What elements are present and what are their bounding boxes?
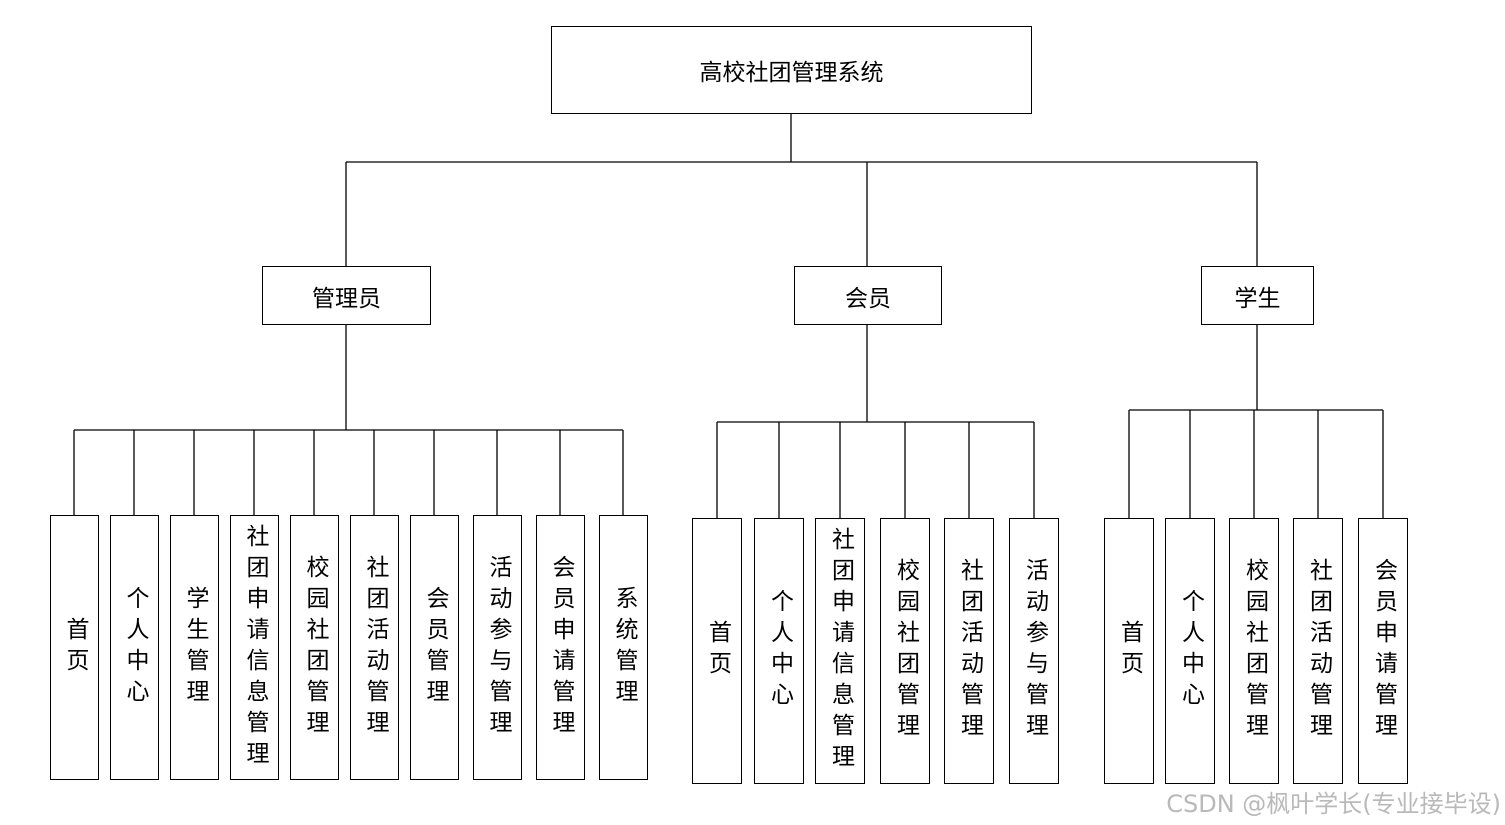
member-leaf: 社团活动管理: [944, 518, 994, 784]
admin-leaf: 个人中心: [110, 515, 159, 780]
member-leaf: 社团申请信息管理: [815, 518, 865, 784]
root-node: 高校社团管理系统: [551, 26, 1032, 114]
admin-leaf: 会员申请管理: [536, 515, 585, 780]
admin-leaf: 活动参与管理: [473, 515, 522, 780]
admin-leaf-label: 社团申请信息管理: [242, 523, 268, 772]
admin-leaf: 系统管理: [599, 515, 648, 780]
admin-leaf-label: 会员申请管理: [548, 554, 574, 741]
admin-leaf-label: 首页: [62, 616, 88, 679]
student-leaf: 校园社团管理: [1229, 518, 1279, 784]
member-leaf: 个人中心: [754, 518, 804, 784]
member-leaf-label: 首页: [704, 620, 731, 682]
admin-leaf: 校园社团管理: [290, 515, 339, 780]
admin-leaf: 会员管理: [410, 515, 459, 780]
member-leaf: 活动参与管理: [1009, 518, 1059, 784]
role-member-label: 会员: [845, 285, 891, 312]
role-admin: 管理员: [262, 266, 431, 325]
member-leaf: 首页: [692, 518, 742, 784]
admin-leaf-label: 系统管理: [611, 585, 637, 710]
student-leaf: 个人中心: [1165, 518, 1215, 784]
role-student: 学生: [1201, 266, 1314, 325]
admin-leaf-label: 会员管理: [422, 585, 448, 710]
watermark: CSDN @枫叶学长(专业接毕设): [1166, 790, 1501, 818]
student-leaf-label: 社团活动管理: [1305, 558, 1332, 744]
member-leaf-label: 个人中心: [766, 589, 793, 713]
admin-leaf-label: 学生管理: [182, 585, 208, 710]
admin-leaf-label: 活动参与管理: [485, 554, 511, 741]
admin-leaf: 学生管理: [170, 515, 219, 780]
admin-leaf-label: 个人中心: [122, 585, 148, 710]
admin-leaf: 社团活动管理: [350, 515, 399, 780]
admin-leaf: 社团申请信息管理: [230, 515, 279, 780]
role-member: 会员: [794, 266, 942, 325]
member-leaf-label: 社团活动管理: [956, 558, 983, 744]
member-leaf-label: 活动参与管理: [1021, 558, 1048, 744]
student-leaf-label: 校园社团管理: [1241, 558, 1268, 744]
student-leaf-label: 首页: [1116, 620, 1143, 682]
member-leaf-label: 校园社团管理: [892, 558, 919, 744]
student-leaf-label: 会员申请管理: [1370, 558, 1397, 744]
root-label: 高校社团管理系统: [699, 60, 884, 86]
member-leaf: 校园社团管理: [880, 518, 930, 784]
student-leaf: 社团活动管理: [1293, 518, 1343, 784]
admin-leaf-label: 社团活动管理: [362, 554, 388, 741]
student-leaf: 首页: [1104, 518, 1154, 784]
student-leaf: 会员申请管理: [1358, 518, 1408, 784]
admin-leaf: 首页: [50, 515, 99, 780]
student-leaf-label: 个人中心: [1177, 589, 1204, 713]
role-student-label: 学生: [1234, 285, 1281, 312]
role-admin-label: 管理员: [312, 285, 381, 312]
member-leaf-label: 社团申请信息管理: [827, 527, 854, 775]
admin-leaf-label: 校园社团管理: [302, 554, 328, 741]
